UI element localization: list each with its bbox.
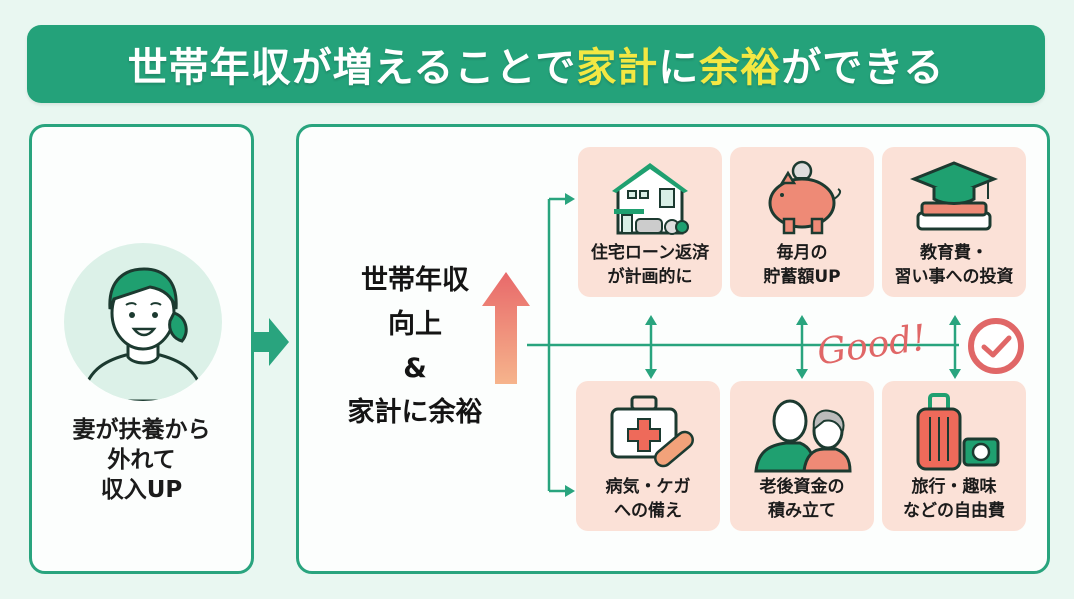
- label-line: 旅行・趣味: [911, 477, 997, 497]
- label-line: 住宅ローン返済: [590, 243, 710, 263]
- benefit-card-savings: 毎月の 貯蓄額UP: [730, 147, 874, 297]
- piggy-bank-icon: [768, 160, 842, 235]
- connector-lines: [527, 193, 961, 497]
- up-arrow-icon: [482, 272, 530, 384]
- label-line: 収入UP: [100, 477, 183, 503]
- label-line: 積み立て: [768, 501, 836, 521]
- title-text-1: 世帯年収が増えることで: [127, 45, 577, 91]
- check-circle-icon: [968, 318, 1024, 374]
- label-line: 毎月の: [776, 243, 828, 263]
- label-line: 向上: [388, 309, 442, 340]
- benefit-card-housing: 住宅ローン返済 が計画的に: [578, 147, 722, 297]
- label-line: 病気・ケガ: [605, 477, 691, 497]
- title-banner: 世帯年収が増えることで家計に余裕ができる: [27, 25, 1045, 103]
- benefit-card-education: 教育費・ 習い事への投資: [882, 147, 1026, 297]
- label-line: 世帯年収: [361, 265, 469, 296]
- benefit-label: 老後資金の 積み立て: [730, 475, 874, 523]
- benefit-label: 旅行・趣味 などの自由費: [882, 475, 1026, 523]
- label-line: への備え: [614, 501, 682, 521]
- title-highlight-2: 余裕: [699, 45, 782, 91]
- right-arrow-icon: [253, 318, 289, 366]
- suitcase-camera-icon: [916, 393, 1000, 471]
- label-line: 妻が扶養から: [72, 417, 211, 443]
- page-title: 世帯年収が増えることで家計に余裕ができる: [128, 35, 945, 93]
- income-up-label: 妻が扶養から 外れて 収入UP: [32, 415, 251, 505]
- benefit-card-health: 病気・ケガ への備え: [576, 381, 720, 531]
- woman-avatar-icon: [64, 243, 222, 401]
- label-line: 貯蓄額UP: [763, 267, 841, 287]
- house-icon: [612, 163, 689, 235]
- label-line: 習い事への投資: [894, 267, 1014, 287]
- benefit-label: 住宅ローン返済 が計画的に: [578, 241, 722, 289]
- benefit-label: 病気・ケガ への備え: [576, 475, 720, 523]
- label-line: 家計に余裕: [347, 397, 483, 428]
- benefit-card-retirement: 老後資金の 積み立て: [730, 381, 874, 531]
- label-line: などの自由費: [903, 501, 1005, 521]
- label-line: 老後資金の: [759, 477, 845, 497]
- label-line: 外れて: [107, 447, 176, 473]
- first-aid-kit-icon: [610, 395, 694, 468]
- elderly-couple-icon: [754, 399, 852, 473]
- graduation-cap-books-icon: [909, 161, 999, 231]
- benefit-label: 毎月の 貯蓄額UP: [730, 241, 874, 289]
- label-line: &: [403, 353, 427, 384]
- label-line: が計画的に: [607, 267, 693, 287]
- income-up-panel: 妻が扶養から 外れて 収入UP: [29, 124, 254, 574]
- label-line: 教育費・: [920, 243, 988, 263]
- title-highlight-1: 家計: [576, 45, 659, 91]
- title-text-2: に: [658, 45, 700, 91]
- household-income-label: 世帯年収 向上 & 家計に余裕: [325, 259, 505, 435]
- title-text-3: ができる: [781, 45, 945, 91]
- benefit-card-leisure: 旅行・趣味 などの自由費: [882, 381, 1026, 531]
- benefits-panel: 世帯年収 向上 & 家計に余裕: [296, 124, 1050, 574]
- benefit-label: 教育費・ 習い事への投資: [882, 241, 1026, 289]
